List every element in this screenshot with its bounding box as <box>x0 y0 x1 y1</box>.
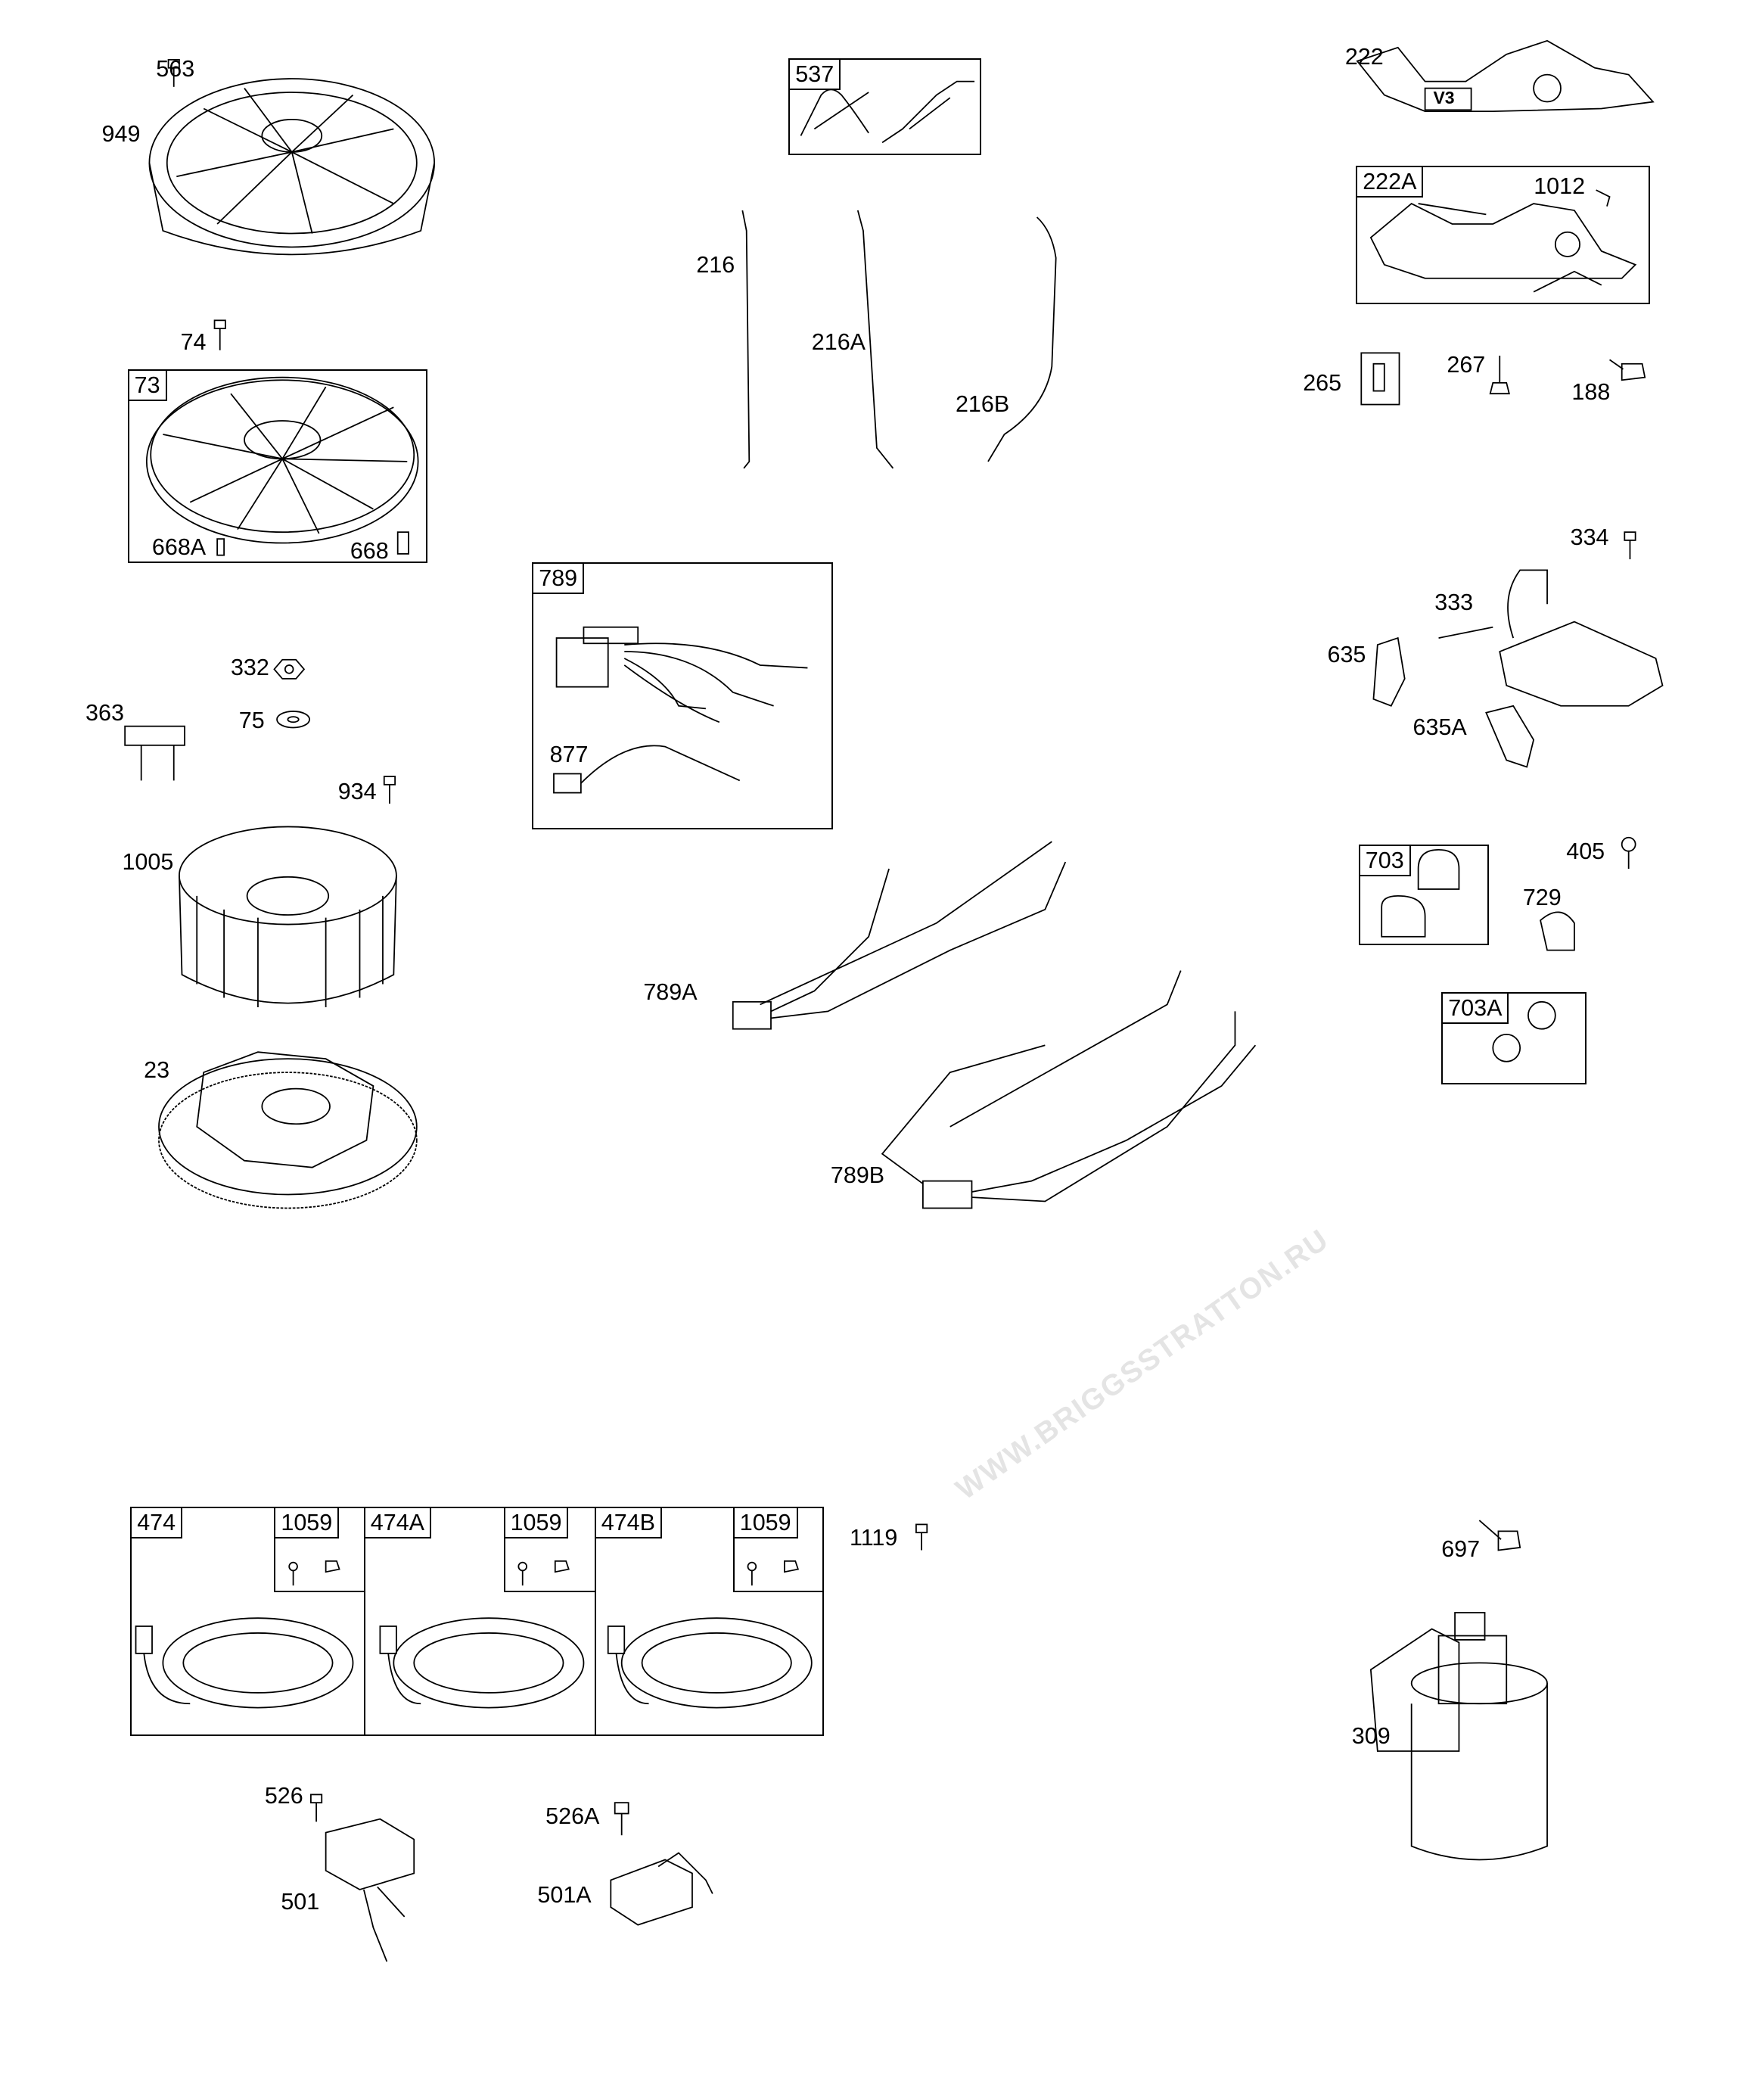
part-label-501A: 501A <box>537 1882 592 1909</box>
rectifier-501-drawing <box>310 1794 415 1962</box>
part-label-729: 729 <box>1522 884 1562 910</box>
part-box-703A: 703A <box>1441 992 1587 1085</box>
part-tag-222A: 222A <box>1356 165 1424 198</box>
part-box-73: 73 <box>127 369 428 564</box>
part-label-188: 188 <box>1571 379 1611 406</box>
part-label-74: 74 <box>180 328 207 355</box>
bolt-188-drawing <box>1609 359 1646 381</box>
part-label-334: 334 <box>1570 524 1609 551</box>
v3-marking: V3 <box>1433 88 1455 108</box>
flywheel-23-drawing <box>158 1051 418 1209</box>
part-box-474: 474 <box>130 1507 365 1737</box>
part-tag-474B: 474B <box>594 1507 662 1539</box>
part-label-265: 265 <box>1303 369 1342 396</box>
bolt-934-drawing <box>383 776 396 804</box>
part-tag-789: 789 <box>532 562 585 594</box>
part-label-563: 563 <box>156 56 195 82</box>
part-label-1005: 1005 <box>122 849 174 876</box>
part-box-703: 703 <box>1358 844 1489 945</box>
part-box-474A: 474A <box>363 1507 596 1737</box>
part-label-222: 222 <box>1344 44 1384 70</box>
part-label-216A: 216A <box>811 328 866 355</box>
harness-789A-drawing <box>732 841 1067 1030</box>
part-label-501: 501 <box>281 1889 320 1915</box>
part-label-1119: 1119 <box>850 1525 898 1551</box>
part-label-668A: 668A <box>151 534 207 560</box>
screen-73-drawing <box>145 376 419 556</box>
part-box-474B: 474B <box>594 1507 824 1737</box>
washer-75-drawing <box>276 711 311 729</box>
stators-474-drawing <box>135 1560 813 1709</box>
starter-motor-309-drawing <box>1369 1520 1548 1861</box>
harness-789-drawing <box>553 626 808 794</box>
part-label-877: 877 <box>549 742 589 768</box>
part-label-23: 23 <box>144 1056 170 1083</box>
part-box-789: 789 <box>532 562 834 830</box>
part-tag-703A: 703A <box>1441 992 1509 1025</box>
part-tag-537: 537 <box>788 58 841 91</box>
part-box-1059: 1059 <box>732 1507 824 1593</box>
part-label-309: 309 <box>1351 1723 1391 1750</box>
clips-703-drawing <box>1381 836 1636 1062</box>
part-box-1059: 1059 <box>274 1507 365 1593</box>
part-label-789B: 789B <box>830 1162 885 1189</box>
part-label-526A: 526A <box>545 1803 600 1830</box>
part-label-934: 934 <box>337 778 377 804</box>
blower-housing-949-drawing <box>148 78 436 256</box>
part-label-333: 333 <box>1434 590 1474 616</box>
part-label-789A: 789A <box>643 979 698 1006</box>
part-label-216: 216 <box>696 251 735 278</box>
part-tag-474: 474 <box>130 1507 183 1539</box>
part-box-537: 537 <box>788 58 982 155</box>
governor-222A-drawing <box>1369 189 1637 293</box>
part-tag-1059: 1059 <box>275 1508 340 1539</box>
bolt-1119-drawing <box>915 1523 928 1551</box>
fan-1005-drawing <box>179 826 397 1007</box>
part-label-332: 332 <box>230 655 269 681</box>
part-label-668: 668 <box>350 538 389 565</box>
part-tag-1059: 1059 <box>505 1508 569 1539</box>
part-tag-73: 73 <box>127 369 167 401</box>
rods-216-drawing <box>741 210 1057 469</box>
part-label-267: 267 <box>1447 352 1486 378</box>
governor-222-drawing <box>1356 39 1655 112</box>
part-label-363: 363 <box>85 699 124 726</box>
harness-789B-drawing <box>881 970 1257 1209</box>
part-label-405: 405 <box>1566 838 1605 864</box>
part-label-75: 75 <box>238 708 265 734</box>
part-label-697: 697 <box>1441 1535 1481 1562</box>
screw-267-drawing <box>1489 355 1510 395</box>
bolt-563-drawing <box>167 59 180 87</box>
armature-363-drawing <box>124 725 185 781</box>
part-label-949: 949 <box>101 121 141 148</box>
part-tag-1059: 1059 <box>734 1508 798 1539</box>
part-label-635: 635 <box>1327 641 1366 667</box>
part-label-635A: 635A <box>1412 714 1467 741</box>
part-tag-703: 703 <box>1358 844 1411 876</box>
part-label-526: 526 <box>264 1783 303 1809</box>
part-label-216B: 216B <box>955 391 1010 418</box>
part-tag-474A: 474A <box>363 1507 432 1539</box>
bracket-265-drawing <box>1360 352 1400 406</box>
part-label-1012: 1012 <box>1534 173 1586 199</box>
ignition-coil-333-drawing <box>1372 531 1664 768</box>
nut-332-drawing <box>273 658 306 680</box>
part-box-1059: 1059 <box>503 1507 596 1593</box>
bolt-74-drawing <box>213 319 226 350</box>
rectifier-501A-drawing <box>610 1802 713 1926</box>
part-box-222A: 222A <box>1356 165 1651 304</box>
